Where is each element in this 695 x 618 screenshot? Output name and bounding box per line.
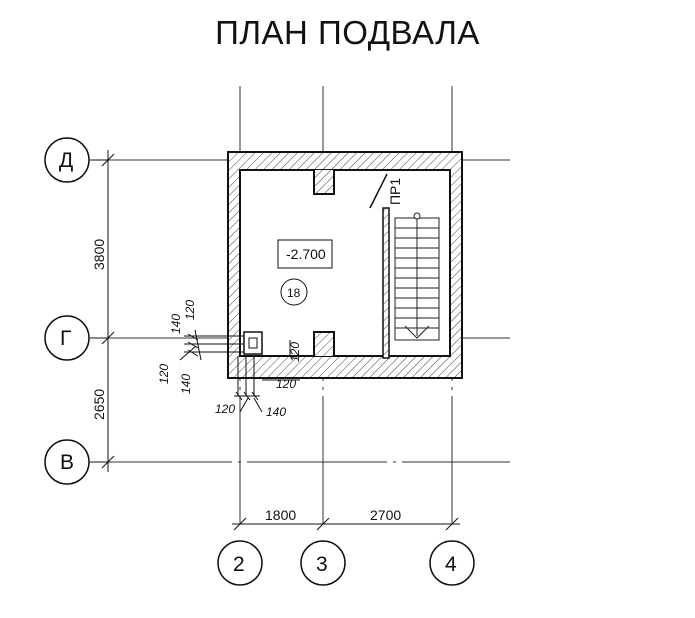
col-axis-3: 3 — [300, 540, 346, 586]
row-axis-v: В — [44, 439, 108, 485]
stair-partition — [382, 207, 390, 359]
detail-dim-opening-h: 120 — [288, 342, 302, 362]
room-marker: 18 — [280, 278, 308, 306]
col-axis-4: 4 — [429, 540, 475, 586]
row-label-d: Д — [59, 149, 73, 172]
detail-dim-right-a: 120 — [276, 377, 296, 391]
lintel-mark: ПР1 — [387, 178, 403, 205]
detail-dim-left-top-b: 120 — [183, 300, 197, 320]
dim-1800: 1800 — [265, 507, 296, 523]
detail-dim-ticks — [179, 329, 300, 413]
detail-dim-bottom-b: 140 — [266, 405, 286, 419]
drawing-title: ПЛАН ПОДВАЛА — [215, 14, 480, 51]
dim-3800: 3800 — [91, 239, 107, 270]
dim-2650: 2650 — [91, 389, 107, 420]
row-label-g: Г — [60, 327, 71, 350]
room-number: 18 — [287, 286, 301, 300]
detail-dim-left-bottom-a: 120 — [157, 364, 171, 384]
detail-dim-left-top-a: 140 — [169, 314, 183, 334]
horizontal-dimension-chain — [232, 517, 460, 531]
lintel-leader — [369, 173, 388, 209]
col-label-4: 4 — [445, 553, 457, 576]
col-axis-2: 2 — [217, 540, 263, 586]
detail-dim-left-bottom-b: 140 — [179, 374, 193, 394]
vertical-dimension-chain — [101, 150, 115, 472]
column-detail — [243, 331, 263, 355]
staircase — [394, 212, 440, 341]
elevation-value: -2.700 — [286, 246, 326, 262]
elevation-marker: -2.700 — [277, 239, 333, 269]
row-label-v: В — [60, 451, 74, 474]
row-axis-g: Г — [44, 315, 108, 361]
dim-2700: 2700 — [370, 507, 401, 523]
detail-dim-bottom-a: 120 — [215, 402, 235, 416]
col-label-2: 2 — [233, 553, 245, 576]
row-axis-d: Д — [44, 137, 108, 183]
col-label-3: 3 — [316, 553, 328, 576]
